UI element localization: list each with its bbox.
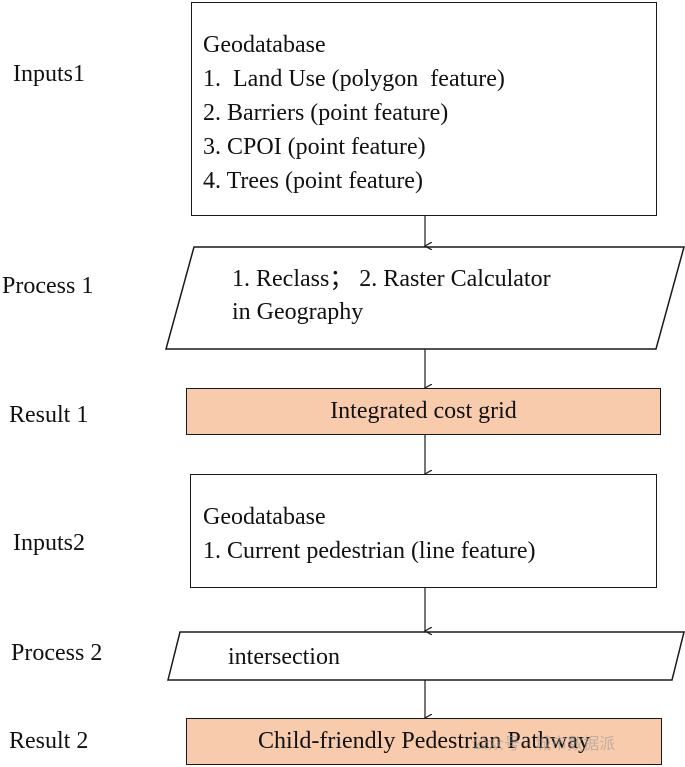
stage-label-inputs1: Inputs1 <box>13 61 85 87</box>
inputs1-box: Geodatabase 1. Land Use (polygon feature… <box>191 2 657 216</box>
inputs1-line-trees: 4. Trees (point feature) <box>203 168 423 194</box>
stage-label-inputs2: Inputs2 <box>13 530 85 556</box>
process2-text: intersection <box>228 644 340 670</box>
process2-parallelogram <box>167 631 685 681</box>
process1-line-2: in Geography <box>232 299 364 325</box>
result1-box: Integrated cost grid <box>186 388 661 435</box>
process1-text: 1. Reclass； 2. Raster Calculator in Geog… <box>232 263 551 329</box>
inputs2-lines: Geodatabase 1. Current pedestrian (line … <box>203 500 536 568</box>
process1-line-1: 1. Reclass； 2. Raster Calculator <box>232 266 551 292</box>
inputs2-box: Geodatabase 1. Current pedestrian (line … <box>190 474 657 588</box>
inputs2-line-pedestrian: 1. Current pedestrian (line feature) <box>203 538 536 564</box>
stage-label-result1: Result 1 <box>9 402 89 428</box>
result1-label: Integrated cost grid <box>330 398 517 424</box>
inputs1-lines: Geodatabase 1. Land Use (polygon feature… <box>203 28 505 198</box>
inputs1-line-barriers: 2. Barriers (point feature) <box>203 100 449 126</box>
process1-parallelogram <box>165 246 685 350</box>
stage-label-result2: Result 2 <box>9 728 89 754</box>
inputs1-line-heading: Geodatabase <box>203 32 326 58</box>
watermark: 公众号 · 城市数据派 <box>472 734 616 753</box>
result2-box: Child-friendly Pedestrian Pathway <box>186 718 662 765</box>
inputs2-line-heading: Geodatabase <box>203 504 326 530</box>
stage-label-process1: Process 1 <box>2 273 94 299</box>
inputs1-line-land-use: 1. Land Use (polygon feature) <box>203 66 505 92</box>
stage-label-process2: Process 2 <box>11 640 103 666</box>
inputs1-line-cpoi: 3. CPOI (point feature) <box>203 134 426 160</box>
result2-label: Child-friendly Pedestrian Pathway <box>258 728 590 754</box>
